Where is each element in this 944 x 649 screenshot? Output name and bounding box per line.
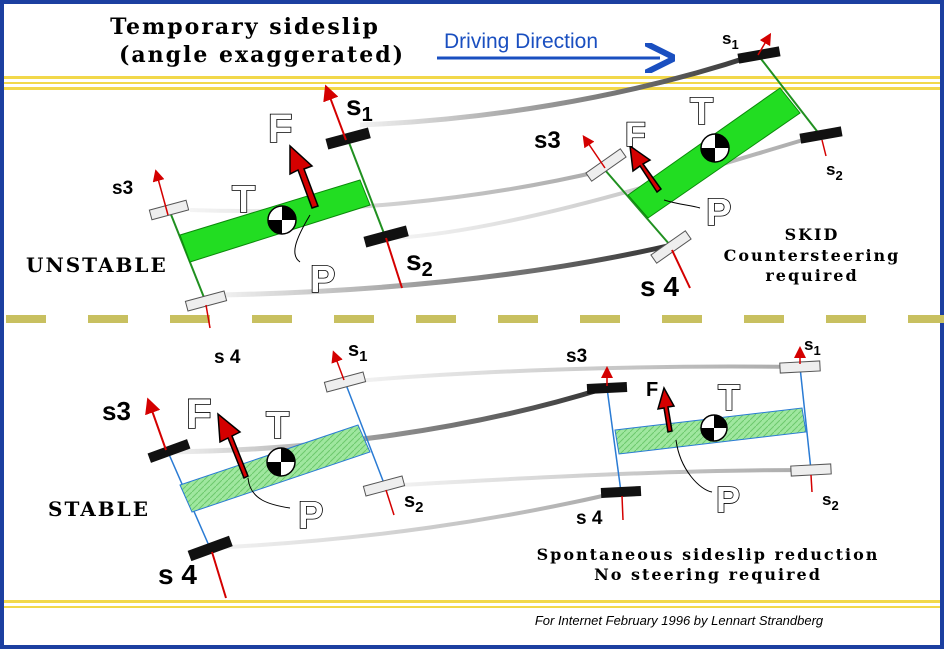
lane-dash (662, 315, 702, 323)
stable-car-2 (586, 346, 832, 521)
unstable-car-2 (582, 32, 843, 289)
stable-tire-tracks (169, 364, 811, 550)
unstable-note-line-2: Countersteering (724, 246, 901, 265)
stable-car-1-s4-label: s 4 (158, 559, 197, 590)
lane-dash (252, 315, 292, 323)
stable-label: STABLE (48, 497, 150, 521)
title-line-1: Temporary sideslip (110, 14, 380, 40)
credit-line: For Internet February 1996 by Lennart St… (535, 613, 824, 628)
lane-dash (6, 315, 46, 323)
lane-dash (908, 315, 944, 323)
lane-dash (170, 315, 210, 323)
stable-car-2-point-label: P (716, 479, 740, 520)
stable-car-2-s3-label: s3 (566, 346, 587, 367)
stable-note-line-2: No steering required (594, 565, 822, 584)
road-edge-bottom (4, 600, 940, 608)
stable-car-2-force-label: F (646, 379, 658, 401)
lane-dash (334, 315, 374, 323)
unstable-note-line-3: required (765, 266, 858, 285)
unstable-car-2-s2-label: s2 (826, 160, 843, 183)
unstable-car-1-s2-label: s2 (406, 245, 433, 281)
stable-car-2-s1-label: s1 (804, 335, 821, 358)
lane-dash (416, 315, 456, 323)
unstable-car-1-s4-label: s 4 (214, 347, 241, 368)
title-line-2: (angle exaggerated) (119, 42, 405, 68)
unstable-car-1-s1-label: s1 (346, 90, 373, 126)
stable-car-2-s2-label: s2 (822, 490, 839, 513)
unstable-note-line-1: SKID (785, 225, 840, 244)
stable-car-2-s4-label: s 4 (576, 508, 603, 529)
road-edge-top (4, 76, 940, 90)
stable-car-1 (145, 350, 406, 599)
unstable-car-2-force-label: F (625, 116, 646, 154)
lane-divider (6, 315, 944, 323)
stable-car-1-s1-label: s1 (348, 339, 367, 365)
stable-car-1-s3-label: s3 (102, 396, 131, 426)
stable-car-1-cog-label: T (266, 405, 289, 447)
lane-dash (498, 315, 538, 323)
unstable-car-2-s1-label: s1 (722, 29, 739, 52)
unstable-car-2-point-label: P (706, 192, 731, 234)
stable-car-1-s2-label: s2 (404, 490, 423, 516)
unstable-tire-tracks (189, 52, 821, 298)
unstable-car-1-s3-label: s3 (112, 178, 133, 199)
lane-dash (88, 315, 128, 323)
unstable-car-2-s3-label: s3 (534, 127, 561, 154)
unstable-car-2-s4-label: s 4 (640, 271, 679, 302)
stable-car-2-cog-label: T (718, 377, 740, 418)
unstable-car-1-force-label: F (268, 107, 292, 151)
lane-dash (826, 315, 866, 323)
unstable-car-1 (148, 84, 409, 329)
unstable-car-1-cog-label: T (232, 179, 255, 221)
lane-dash (744, 315, 784, 323)
unstable-car-2-cog-label: T (690, 91, 713, 133)
stable-note-line-1: Spontaneous sideslip reduction (537, 545, 880, 564)
unstable-label: UNSTABLE (26, 253, 168, 277)
stable-car-1-force-label: F (186, 390, 212, 437)
unstable-car-1-point-label: P (310, 259, 335, 301)
lane-dash (580, 315, 620, 323)
direction-label: Driving Direction (444, 30, 598, 53)
stable-car-1-point-label: P (298, 495, 323, 537)
